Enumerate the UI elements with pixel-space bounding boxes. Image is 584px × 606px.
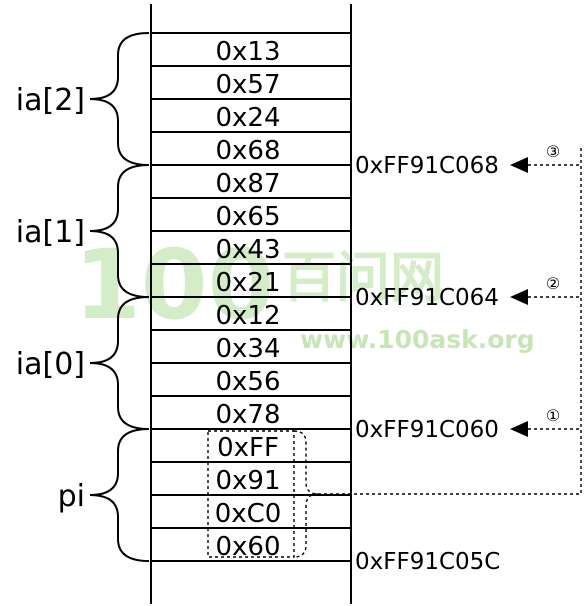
pointer-connections: [318, 148, 582, 495]
memory-cell-value: 0xFF: [217, 433, 279, 463]
address-label: 0xFF91C05C: [355, 549, 500, 575]
step-marker: ③: [546, 142, 560, 161]
watermark-logo: 100: [74, 229, 274, 341]
pi-value-box: [207, 430, 319, 558]
arrowhead-icon: [510, 421, 528, 437]
memory-cell-value: 0x87: [215, 169, 280, 199]
memory-cell-value: 0x91: [215, 466, 280, 496]
step-marker: ①: [546, 406, 560, 425]
row-dividers: [151, 32, 351, 562]
memory-cell-value: 0x13: [215, 37, 280, 67]
pi-dotted-brace: [293, 430, 319, 558]
memory-cell-value: 0x21: [215, 268, 280, 298]
memory-cell-value: 0x24: [215, 103, 280, 133]
group-label: ia[1]: [16, 215, 85, 250]
group-label: ia[0]: [16, 347, 85, 382]
group-brace: [89, 296, 150, 430]
memory-cells: 0x130x570x240x680x870x650x430x210x120x34…: [215, 37, 282, 562]
group-label: ia[2]: [16, 83, 85, 118]
memory-cell-value: 0x43: [215, 235, 280, 265]
memory-cell-value: 0xC0: [215, 499, 282, 529]
address-label: 0xFF91C068: [355, 153, 499, 179]
group-brace: [89, 32, 150, 166]
arrowhead-icon: [510, 157, 528, 173]
step-marker: ②: [546, 274, 560, 293]
memory-cell-value: 0x57: [215, 70, 280, 100]
memory-cell-value: 0x56: [215, 367, 280, 397]
arrowhead-icon: [510, 289, 528, 305]
memory-cell-value: 0x68: [215, 136, 280, 166]
address-label: 0xFF91C064: [355, 285, 499, 311]
address-labels: 0xFF91C068 ③ 0xFF91C064 ② 0xFF91C060 ① 0xFF91C…: [355, 142, 560, 575]
pointer-branches: [528, 164, 581, 430]
watermark-cn-text: 百问网: [282, 246, 444, 309]
watermark: 100 百问网 www.100ask.org: [74, 229, 535, 354]
memory-cell-value: 0x65: [215, 202, 280, 232]
group-brace: [89, 164, 150, 298]
memory-cell-value: 0x78: [215, 400, 280, 430]
address-label: 0xFF91C060: [355, 417, 499, 443]
memory-cell-value: 0x12: [215, 301, 280, 331]
group-label: pi: [58, 479, 85, 514]
group-labels: ia[2] ia[1] ia[0] pi: [16, 32, 150, 562]
group-brace: [89, 428, 150, 562]
pi-dotted-box: [207, 430, 295, 558]
memory-column: 0x130x570x240x680x870x650x430x210x120x34…: [150, 4, 352, 604]
memory-cell-value: 0x34: [215, 334, 280, 364]
